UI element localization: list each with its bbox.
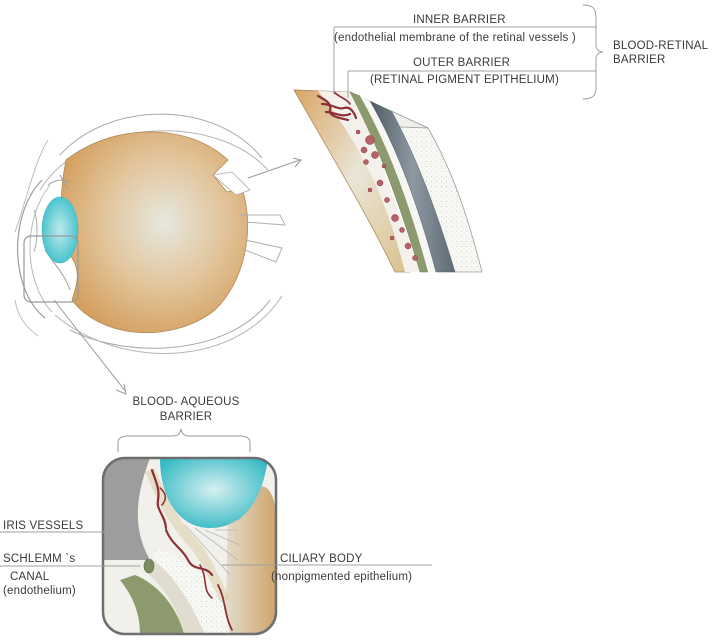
iris-vessels-detail — [150, 468, 233, 631]
blood-retinal-title-1: BLOOD-RETINAL — [613, 40, 709, 52]
blood-retinal-title-2: BARRIER — [613, 54, 666, 66]
retina-section-slab — [293, 89, 483, 273]
retinal-cells — [355, 129, 418, 261]
ciliary-body-label: CILIARY BODY — [280, 553, 363, 565]
outer-barrier-label: OUTER BARRIER — [413, 57, 510, 69]
schlemm-canal-label-1: SCHLEMM `s — [3, 553, 75, 565]
schlemm-canal — [143, 558, 155, 574]
inner-barrier-detail: (endothelial membrane of the retinal ves… — [334, 32, 576, 44]
inner-barrier-label: INNER BARRIER — [413, 14, 506, 26]
detail-label-leaders — [0, 531, 432, 567]
anterior-segment-detail — [101, 456, 278, 636]
retinal-vessels — [316, 91, 358, 122]
outer-barrier-detail: (RETINAL PIGMENT EPITHELIUM) — [370, 74, 559, 86]
schlemm-canal-label-3: (endothelium) — [3, 585, 76, 597]
blood-aqueous-title-1: BLOOD- AQUEOUS — [133, 396, 240, 408]
callout-arrows — [53, 157, 302, 395]
labels: INNER BARRIER (endothelial membrane of t… — [3, 14, 709, 597]
blood-aqueous-bracket — [117, 428, 251, 452]
sclera-layer — [369, 100, 456, 273]
iris-vessels-label: IRIS VESSELS — [3, 520, 84, 532]
vitreous-body — [60, 131, 248, 334]
lens-detail — [160, 458, 268, 528]
eye-cross-section — [14, 113, 286, 354]
magnified-region-box — [23, 235, 79, 303]
blood-aqueous-title-2: BARRIER — [160, 411, 213, 423]
schlemm-canal-label-2: CANAL — [10, 571, 50, 583]
ciliary-body-detail: (nonpigmented epithelium) — [271, 571, 412, 583]
retinal-label-leaders — [333, 4, 604, 100]
lens — [41, 196, 79, 264]
detail-frame — [101, 456, 278, 636]
